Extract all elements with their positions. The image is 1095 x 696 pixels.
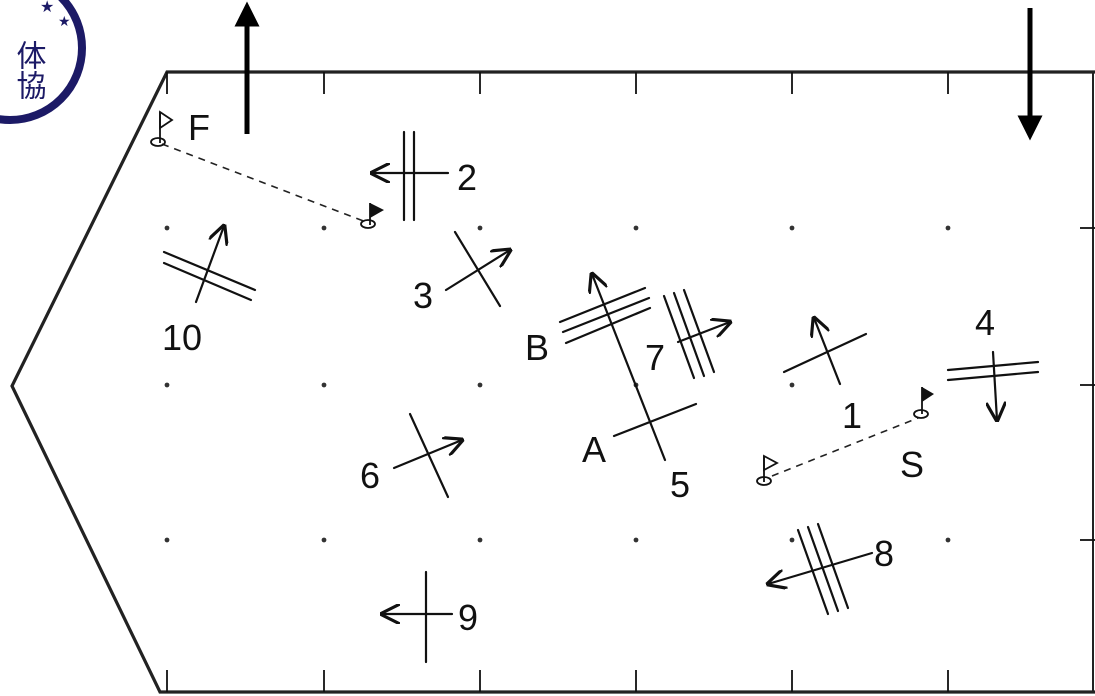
obstacle-2 xyxy=(372,130,450,222)
obstacle-6 xyxy=(392,412,462,499)
label-b: B xyxy=(525,327,549,368)
flag-lower-icon xyxy=(756,454,779,486)
top-ticks xyxy=(166,72,949,94)
obstacle-8 xyxy=(768,522,874,616)
obstacle-1 xyxy=(782,318,868,386)
grid-dots xyxy=(164,225,951,543)
flag-mid-icon xyxy=(360,203,384,229)
obstacle-10 xyxy=(162,226,257,304)
stamp-text: 体協 xyxy=(11,40,47,100)
label-4: 4 xyxy=(975,302,995,343)
label-3: 3 xyxy=(413,275,433,316)
field-border xyxy=(10,70,1095,694)
label-a: A xyxy=(582,429,606,470)
stamp-seal: 体協 ★ ★ xyxy=(0,0,86,124)
label-10: 10 xyxy=(162,317,202,358)
obstacle-b xyxy=(558,274,667,462)
label-8: 8 xyxy=(874,533,894,574)
label-5: 5 xyxy=(670,464,690,505)
label-6: 6 xyxy=(360,455,380,496)
label-s: S xyxy=(900,444,924,485)
obstacle-a-bar xyxy=(612,402,698,438)
stamp-star-1: ★ xyxy=(40,0,54,16)
obstacle-7 xyxy=(662,288,730,380)
bottom-ticks xyxy=(166,670,949,692)
stamp-star-2: ★ xyxy=(58,13,71,29)
flag-f-icon xyxy=(150,110,174,147)
label-2: 2 xyxy=(457,157,477,198)
flag-s-icon xyxy=(913,387,934,419)
obstacle-9 xyxy=(382,570,454,664)
label-f: F xyxy=(188,107,210,148)
start-dashed-path xyxy=(771,417,919,477)
right-ticks xyxy=(1080,227,1095,541)
label-7: 7 xyxy=(645,337,665,378)
finish-dashed-path xyxy=(161,143,367,223)
obstacle-4 xyxy=(946,350,1040,420)
label-1: 1 xyxy=(842,395,862,436)
label-9: 9 xyxy=(458,597,478,638)
obstacle-3 xyxy=(444,230,510,308)
